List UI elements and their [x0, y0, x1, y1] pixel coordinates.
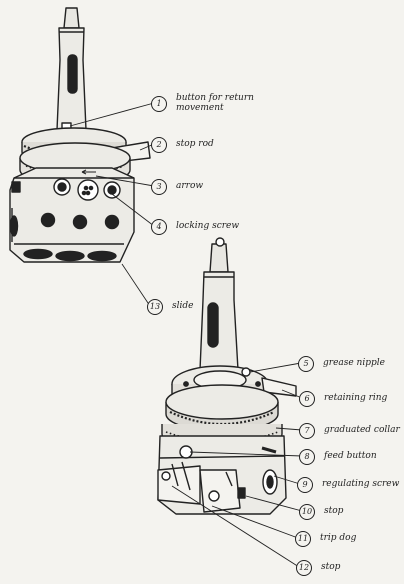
- label-stop-rod: stop rod: [176, 139, 214, 149]
- callout-5: 5: [298, 356, 314, 372]
- label-feed-button: feed button: [324, 451, 377, 461]
- label-stop: stop: [324, 506, 344, 516]
- label-slide: slide: [172, 301, 194, 311]
- label-grease-nipple: grease nipple: [323, 358, 385, 368]
- callout-7: 7: [299, 423, 315, 439]
- top-boring-head: [9, 7, 151, 263]
- callout-8: 8: [299, 449, 315, 465]
- callout-3: 3: [151, 179, 167, 195]
- callout-13: 13: [147, 299, 163, 315]
- label-graduated-collar: graduated collar: [324, 425, 400, 435]
- label-arrow: arrow: [176, 181, 204, 191]
- label-stop-2: stop: [321, 562, 341, 572]
- label-trip-dog: trip dog: [320, 533, 357, 543]
- shank-slot: [67, 54, 78, 94]
- bottom-boring-head: [157, 237, 297, 515]
- label-retaining-ring: retaining ring: [324, 393, 388, 403]
- callout-11: 11: [295, 531, 311, 547]
- label-locking-screw: locking screw: [176, 221, 240, 231]
- leader-lines: [69, 102, 303, 568]
- callout-4: 4: [151, 219, 167, 235]
- callout-9: 9: [297, 477, 313, 493]
- label-button-for-return-movement: button for return movement: [176, 93, 254, 113]
- shank-slot-2: [207, 302, 219, 348]
- callout-12: 12: [296, 560, 312, 576]
- callout-6: 6: [299, 391, 315, 407]
- label-regulating-screw: regulating screw: [322, 479, 400, 489]
- callout-10: 10: [299, 504, 315, 520]
- callout-1: 1: [151, 96, 167, 112]
- callout-2: 2: [151, 137, 167, 153]
